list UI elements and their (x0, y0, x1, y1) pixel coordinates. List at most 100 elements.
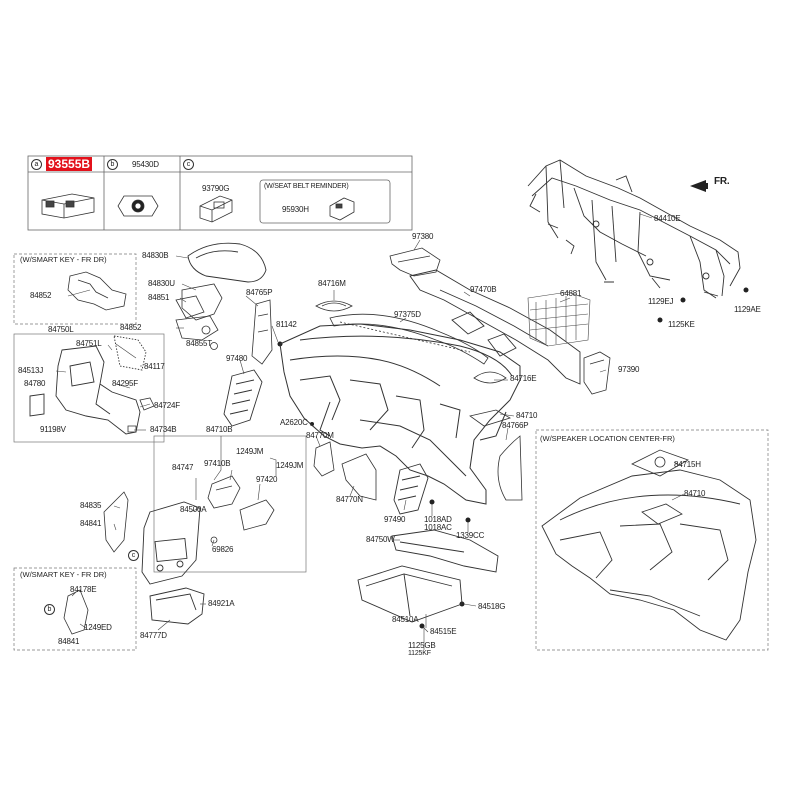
part-label-84500a[interactable]: 84500A (180, 505, 207, 514)
bracket-boxes (13, 333, 307, 573)
part-label-84716e[interactable]: 84716E (510, 374, 537, 383)
center-fascia-84710b (141, 501, 201, 585)
part-label-84734b[interactable]: 84734B (150, 425, 177, 434)
part-label-1125gb[interactable]: 1125GB (408, 641, 436, 650)
part-label-84751l[interactable]: 84751L (76, 339, 102, 348)
socket-95430d-sketch (117, 195, 159, 217)
part-label-91198v[interactable]: 91198V (40, 425, 66, 434)
part-label-84770n[interactable]: 84770N (336, 495, 363, 504)
crash-pad-main (279, 323, 521, 505)
part-label-1125kf[interactable]: 1125KF (408, 650, 431, 657)
part-label-84715h[interactable]: 84715H (674, 460, 701, 469)
part-label-84921a[interactable]: 84921A (208, 599, 235, 608)
part-label-84750w[interactable]: 84750W (366, 535, 395, 544)
part-label-84117[interactable]: 84117 (144, 362, 165, 371)
bracket-84830u-group (175, 283, 223, 350)
part-label-84770m[interactable]: 84770M (306, 431, 334, 440)
part-number-95930h[interactable]: 95930H (282, 205, 309, 214)
part-label-84710[interactable]: 84710 (516, 411, 538, 420)
part-label-97470b[interactable]: 97470B (470, 285, 497, 294)
part-label-84780[interactable]: 84780 (24, 379, 46, 388)
part-label-84841[interactable]: 84841 (80, 519, 102, 528)
part-label-97375d[interactable]: 97375D (394, 310, 421, 319)
part-label-1125ke[interactable]: 1125KE (668, 320, 695, 329)
part-number-93790g[interactable]: 93790G (202, 184, 230, 193)
callout-b: b (107, 159, 118, 170)
switch-93790g-sketch (199, 195, 233, 223)
part-label-84765p[interactable]: 84765P (246, 288, 273, 297)
part-label-84724f[interactable]: 84724F (154, 401, 180, 410)
part-label-1129ej[interactable]: 1129EJ (648, 297, 674, 306)
bracket-84765p (251, 299, 273, 365)
part-label-84710-speaker[interactable]: 84710 (684, 489, 706, 498)
part-label-84518g[interactable]: 84518G (478, 602, 506, 611)
part-label-97480[interactable]: 97480 (226, 354, 248, 363)
part-label-97420[interactable]: 97420 (256, 475, 278, 484)
leader-lines (55, 213, 685, 650)
speaker-grille-84715h (631, 449, 689, 525)
callout-b-bottom: b (44, 604, 55, 615)
part-label-64881[interactable]: 64881 (560, 289, 582, 298)
bracket-84835 (103, 491, 136, 558)
glove-box-84510a (357, 565, 463, 623)
part-label-84855t[interactable]: 84855T (186, 339, 212, 348)
crash-pad-frame-84410e (527, 159, 741, 299)
panel-84770n (341, 453, 377, 501)
inset-boxes (13, 253, 769, 651)
part-label-84766p[interactable]: 84766P (502, 421, 529, 430)
part-label-84750l[interactable]: 84750L (48, 325, 74, 334)
part-label-84513j[interactable]: 84513J (18, 366, 44, 375)
part-label-a2620c[interactable]: A2620C (280, 418, 308, 427)
glove-box-housing-84750w (391, 529, 499, 573)
vent-97490 (393, 463, 429, 515)
part-label-1339cc[interactable]: 1339CC (456, 531, 485, 540)
speaker-inset-title: (W/SPEAKER LOCATION CENTER-FR) (538, 434, 677, 443)
part-label-84835[interactable]: 84835 (80, 501, 102, 510)
part-number-93555b[interactable]: 93555B (46, 157, 93, 171)
part-label-84747[interactable]: 84747 (172, 463, 194, 472)
switch-cluster-93555b-sketch (41, 193, 95, 219)
fasteners-center (310, 422, 471, 629)
duct-97390 (583, 351, 611, 395)
part-label-1129ae[interactable]: 1129AE (734, 305, 761, 314)
part-label-97490[interactable]: 97490 (384, 515, 406, 524)
callout-a: a (31, 159, 42, 170)
seat-belt-inset-title: (W/SEAT BELT REMINDER) (264, 183, 349, 190)
part-label-97390[interactable]: 97390 (618, 365, 640, 374)
part-label-84295f[interactable]: 84295F (112, 379, 138, 388)
switch-97420 (239, 499, 275, 531)
callout-c-bottom: c (128, 550, 139, 561)
part-label-84410e[interactable]: 84410E (654, 214, 681, 223)
part-number-95430d[interactable]: 95430D (132, 160, 159, 169)
part-label-84510a[interactable]: 84510A (392, 615, 419, 624)
duct-97470b (409, 269, 581, 385)
duct-97380 (389, 247, 441, 277)
part-label-84841-bottom[interactable]: 84841 (58, 637, 80, 646)
vent-97480 (223, 369, 263, 427)
part-label-84178e[interactable]: 84178E (70, 585, 97, 594)
part-label-84830u[interactable]: 84830U (148, 279, 175, 288)
part-label-84852[interactable]: 84852 (30, 291, 52, 300)
lid-84830b (187, 242, 267, 283)
part-label-1249jm-b[interactable]: 1249JM (276, 461, 304, 470)
part-label-81142[interactable]: 81142 (276, 320, 297, 329)
part-label-84852-center[interactable]: 84852 (120, 323, 142, 332)
part-label-84830b[interactable]: 84830B (142, 251, 169, 260)
switch-95930h-sketch (329, 197, 355, 221)
part-label-97380[interactable]: 97380 (412, 232, 434, 241)
part-label-69826[interactable]: 69826 (212, 545, 234, 554)
part-label-84716m[interactable]: 84716M (318, 279, 346, 288)
part-label-1018ad[interactable]: 1018AD (424, 515, 452, 524)
part-label-84777d[interactable]: 84777D (140, 631, 167, 640)
part-label-1249jm-a[interactable]: 1249JM (236, 447, 264, 456)
front-direction-label: FR. (714, 176, 730, 187)
part-label-84710b[interactable]: 84710B (206, 425, 233, 434)
part-label-84515e[interactable]: 84515E (430, 627, 457, 636)
part-label-84851[interactable]: 84851 (148, 293, 170, 302)
smart-key-inset-title-top: (W/SMART KEY - FR DR) (18, 255, 109, 264)
center-vent-84716m (315, 300, 353, 312)
part-label-1249ed[interactable]: 1249ED (84, 623, 112, 632)
part-label-1018ac[interactable]: 1018AC (424, 523, 452, 532)
front-direction-arrow (690, 180, 708, 192)
part-label-97410b[interactable]: 97410B (204, 459, 231, 468)
